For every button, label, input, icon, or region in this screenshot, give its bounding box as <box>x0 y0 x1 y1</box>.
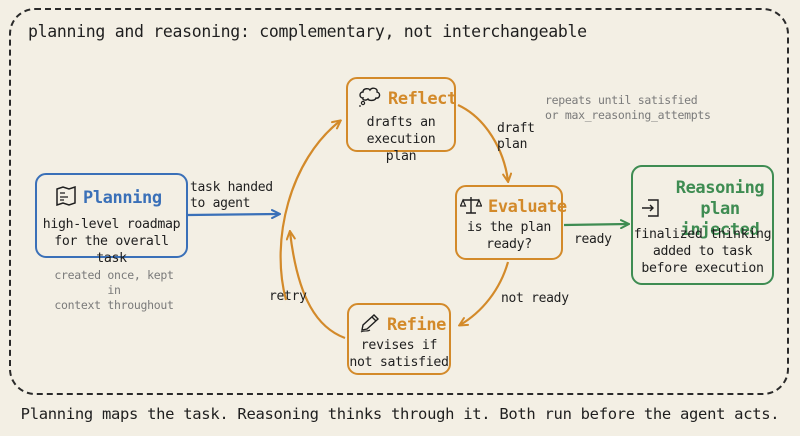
reasoning-injected-node: Reasoning plan injected finalized thinki… <box>631 165 774 285</box>
arrow-refine-to-retry <box>290 232 346 340</box>
label-not-ready: not ready <box>501 291 569 306</box>
inject-icon <box>640 197 662 223</box>
reasoning-injected-title: Reasoning plan injected <box>675 178 765 240</box>
reflect-body: drafts an execution plan <box>366 115 436 164</box>
planning-node: Planning high-level roadmap for the over… <box>35 173 188 266</box>
refine-title: Refine <box>387 315 447 335</box>
label-draft-plan: draft plan <box>497 121 535 152</box>
label-ready: ready <box>574 232 612 247</box>
pencil-icon <box>359 313 381 337</box>
dashed-frame <box>9 8 789 395</box>
bottom-caption: Planning maps the task. Reasoning thinks… <box>20 405 780 423</box>
loop-note: repeats until satisfied or max_reasoning… <box>545 93 711 122</box>
label-task-handed: task handed to agent <box>190 180 273 211</box>
reasoning-injected-body: finalized thinking added to task before … <box>633 227 772 276</box>
arrow-reflect-to-evaluate <box>457 104 508 181</box>
reflect-node: Reflect drafts an execution plan <box>346 77 457 164</box>
planning-note: created once, kept in context throughout <box>54 268 174 312</box>
arrow-retry-to-reflect <box>279 121 340 301</box>
map-icon <box>55 185 77 210</box>
thought-bubble-icon <box>358 87 382 111</box>
refine-node: Refine revises if not satisfied <box>347 303 451 375</box>
evaluate-body: is the plan ready? <box>466 220 552 252</box>
evaluate-title: Evaluate <box>488 197 567 217</box>
label-retry: retry <box>269 289 307 304</box>
refine-body: revises if not satisfied <box>349 338 449 370</box>
evaluate-node: Evaluate is the plan ready? <box>455 185 567 260</box>
planning-title: Planning <box>83 188 162 208</box>
planning-body: high-level roadmap for the overall task <box>42 217 181 266</box>
arrow-evaluate-to-refine <box>460 261 510 325</box>
scales-icon <box>459 195 483 219</box>
reflect-title: Reflect <box>388 89 457 109</box>
diagram-title: planning and reasoning: complementary, n… <box>28 22 587 41</box>
arrow-evaluate-to-injected <box>563 224 628 225</box>
arrow-planning-to-loop <box>187 214 279 215</box>
